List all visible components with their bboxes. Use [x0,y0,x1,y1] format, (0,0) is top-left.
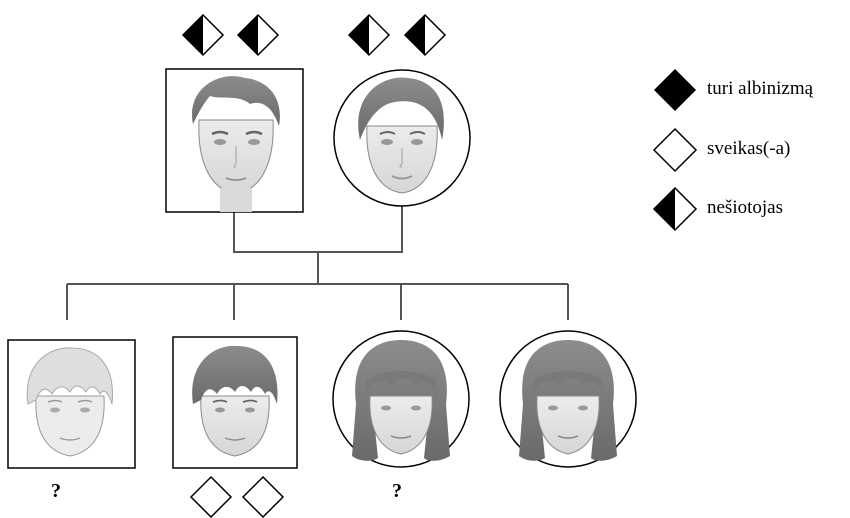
father [165,68,304,213]
healthy-symbol [189,475,233,518]
legend-carrier-label: nešiotojas [707,197,783,218]
legend-healthy-label: sveikas(-a) [707,138,791,159]
healthy-symbol [241,475,285,518]
father-genotype [181,13,280,57]
child-2-face [192,345,278,457]
mother-face [358,77,444,194]
child-3-unknown-mark: ? [392,480,402,502]
child-2 [172,336,298,469]
legend-healthy-symbol [652,127,698,173]
legend-affected-symbol [654,69,696,111]
carrier-symbol [347,13,391,57]
pedigree-lines [66,205,569,320]
child-4 [499,330,637,468]
child-1 [7,339,136,469]
carrier-symbol [236,13,280,57]
child-3-face [352,340,450,461]
child-3 [332,330,470,468]
child-1-unknown-mark: ? [51,480,61,502]
mother [333,69,471,207]
child-2-genotype [189,475,285,518]
father-face [192,76,280,212]
legend [652,69,698,232]
child-4-face [519,340,617,461]
carrier-symbol [181,13,225,57]
legend-carrier-symbol [652,186,698,232]
mother-genotype [347,13,447,57]
carrier-symbol [403,13,447,57]
legend-affected-label: turi albinizmą [707,78,814,99]
child-1-face [26,347,113,457]
